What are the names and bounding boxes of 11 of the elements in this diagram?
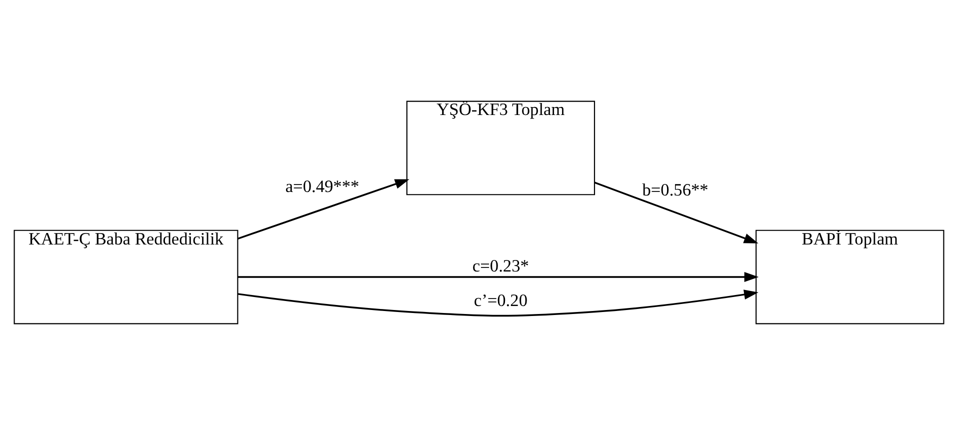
node-box: BAPİ Toplam <box>756 230 944 324</box>
arrow <box>238 290 758 317</box>
node-box: KAET-Ç Baba Reddedicilik <box>14 230 238 324</box>
edge-label: b=0.56** <box>642 180 708 200</box>
arrow <box>238 179 410 240</box>
edge-label: c’=0.20 <box>474 291 528 310</box>
arrow <box>238 272 759 282</box>
node-box: YŞÖ-KF3 Toplam <box>406 100 596 196</box>
edge-label: c=0.23* <box>472 256 529 276</box>
edge-label: a=0.49*** <box>285 177 360 196</box>
arrow <box>594 182 758 244</box>
